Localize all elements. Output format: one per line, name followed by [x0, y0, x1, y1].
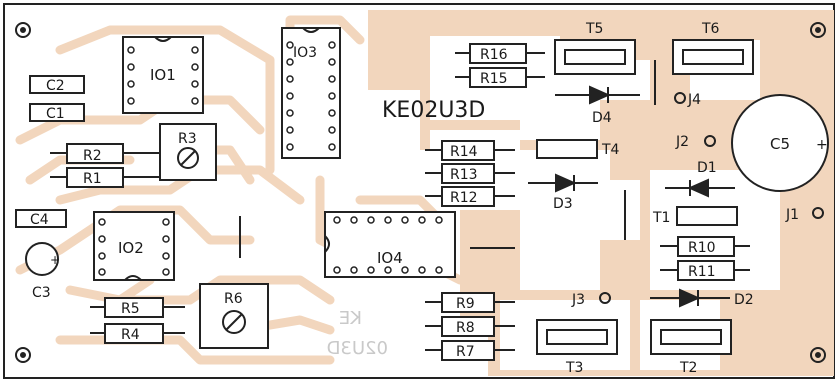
diode-d3 [528, 173, 598, 193]
ic-io4-label: IO4 [377, 249, 403, 267]
transistor-t4 [536, 139, 598, 159]
resistor-r5: R5 [90, 297, 185, 318]
resistor-r8: R8 [425, 316, 515, 337]
capacitor-c1: C1 [29, 103, 85, 122]
diode-d3-label: D3 [553, 196, 573, 212]
jumper-j2: J2 [675, 134, 716, 150]
resistor-r2: R2 [50, 143, 160, 164]
transistor-t1-label: T1 [652, 210, 670, 226]
svg-text:R3: R3 [178, 131, 197, 147]
resistor-r12: R14 [425, 140, 515, 161]
diode-d2 [650, 288, 730, 308]
transistor-t1 [676, 206, 738, 226]
resistor-r16: R16 [455, 43, 545, 64]
transistor-t5 [554, 39, 636, 75]
diode-d4-label: D4 [592, 110, 612, 126]
svg-text:C2: C2 [46, 78, 65, 94]
capacitor-c2: C2 [29, 75, 85, 94]
resistor-r1: R1 [50, 167, 160, 188]
svg-text:R9: R9 [456, 296, 475, 312]
jumper-j4: J4 [674, 92, 701, 108]
svg-text:J2: J2 [675, 134, 689, 150]
mounting-holes [15, 22, 826, 363]
ic-io3-label: IO3 [293, 45, 317, 61]
ic-pins [98, 41, 443, 276]
diode-d1 [665, 178, 735, 198]
transistor-t3 [536, 319, 618, 355]
capacitor-c4: C4 [15, 209, 67, 228]
resistor-r14: R11 [660, 260, 750, 281]
resistor-r7: R7 [425, 340, 515, 361]
transistor-t4-label: T4 [601, 142, 620, 158]
resistor-r11: R13 [425, 163, 515, 184]
svg-text:C5: C5 [770, 135, 790, 153]
svg-text:C1: C1 [46, 106, 65, 122]
diode-d4 [555, 85, 640, 105]
trimmer-r6: R6 [199, 283, 269, 349]
ic-io1 [122, 36, 204, 114]
ic-io2-label: IO2 [118, 239, 144, 257]
ic-io1-label: IO1 [150, 66, 176, 84]
transistor-t6 [672, 39, 754, 75]
svg-text:R12: R12 [450, 190, 478, 206]
svg-text:C3: C3 [32, 285, 51, 301]
jumper-j3: J3 [571, 292, 611, 308]
jumper-j1: J1 [785, 207, 824, 223]
svg-text:R8: R8 [456, 320, 475, 336]
wire-links [239, 60, 656, 258]
svg-text:R5: R5 [121, 301, 140, 317]
diode-d1-label: D1 [697, 160, 717, 176]
capacitor-c5: C5 + [731, 94, 829, 192]
svg-text:R14: R14 [450, 144, 478, 160]
transistor-t3-label: T3 [565, 360, 583, 376]
svg-text:R6: R6 [224, 291, 243, 307]
transistor-t2-label: T2 [679, 360, 697, 376]
svg-text:J4: J4 [687, 92, 701, 108]
svg-text:R4: R4 [121, 327, 140, 343]
svg-text:R16: R16 [480, 47, 508, 63]
resistor-r9: R9 [425, 292, 515, 313]
svg-text:R13: R13 [450, 167, 478, 183]
svg-text:R1: R1 [83, 171, 102, 187]
resistor-r4: R4 [90, 323, 185, 344]
svg-text:02U3D: 02U3D [327, 338, 388, 359]
svg-text:+: + [816, 137, 828, 153]
transistor-t5-label: T5 [585, 21, 603, 37]
resistor-r13: R10 [660, 236, 750, 257]
svg-text:R15: R15 [480, 71, 508, 87]
ic-io2 [93, 211, 175, 281]
svg-text:KE: KE [339, 308, 362, 329]
trimmer-r3: R3 [159, 123, 217, 181]
transistor-t6-label: T6 [701, 21, 720, 37]
board-title: KE02U3D [382, 98, 485, 123]
svg-text:R7: R7 [456, 344, 475, 360]
svg-text:R10: R10 [688, 240, 716, 256]
svg-text:R2: R2 [83, 148, 102, 164]
resistor-r15: R15 [455, 67, 545, 88]
svg-text:C4: C4 [30, 212, 49, 228]
svg-text:+: + [50, 253, 60, 267]
svg-text:R11: R11 [688, 264, 716, 280]
capacitor-c3: + C3 [25, 242, 60, 301]
transistor-t2 [650, 319, 732, 355]
svg-text:J3: J3 [571, 292, 585, 308]
svg-text:J1: J1 [785, 207, 799, 223]
mirrored-text: KE 02U3D [327, 308, 388, 359]
diode-d2-label: D2 [734, 292, 754, 308]
resistor-r10: R12 [425, 186, 515, 207]
